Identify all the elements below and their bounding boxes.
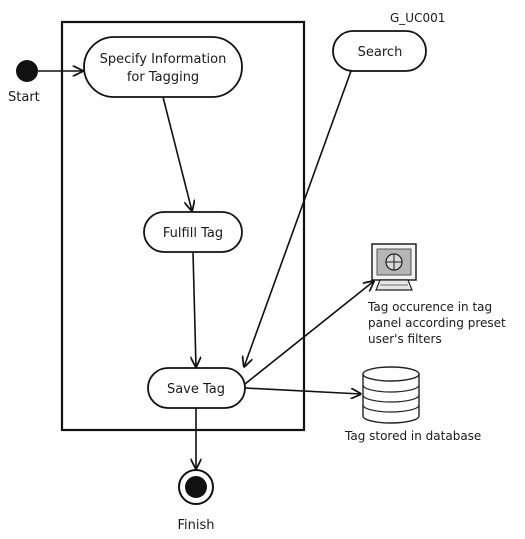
edge-search-to-save bbox=[244, 70, 352, 367]
monitor-label-line-2: panel according preset bbox=[368, 316, 506, 330]
monitor-label-line-1: Tag occurence in tag bbox=[367, 300, 492, 314]
finish-label: Finish bbox=[177, 518, 214, 533]
activity-specify-line-1: Specify Information bbox=[100, 52, 227, 67]
database-label: Tag stored in database bbox=[344, 429, 481, 443]
diagram-id-label: G_UC001 bbox=[390, 11, 445, 25]
database-icon bbox=[362, 366, 420, 424]
activity-save-label: Save Tag bbox=[167, 382, 225, 397]
edge-fulfill-to-save bbox=[193, 251, 196, 367]
edge-save-to-database bbox=[244, 387, 361, 394]
start-node bbox=[16, 60, 38, 82]
activity-fulfill-tag: Fulfill Tag bbox=[143, 211, 243, 253]
activity-search: Search bbox=[332, 30, 427, 72]
activity-specify-information: Specify Information for Tagging bbox=[83, 36, 243, 98]
activity-search-label: Search bbox=[358, 45, 403, 60]
start-label: Start bbox=[8, 90, 40, 105]
edge-specify-to-fulfill bbox=[162, 96, 192, 211]
monitor-icon bbox=[371, 243, 417, 291]
system-boundary bbox=[60, 20, 306, 432]
activity-specify-line-2: for Tagging bbox=[127, 70, 199, 85]
edge-save-to-monitor bbox=[244, 281, 374, 385]
activity-fulfill-label: Fulfill Tag bbox=[163, 226, 223, 241]
finish-node bbox=[178, 469, 214, 505]
monitor-label-line-3: user's filters bbox=[368, 332, 442, 346]
activity-save-tag: Save Tag bbox=[147, 367, 246, 409]
